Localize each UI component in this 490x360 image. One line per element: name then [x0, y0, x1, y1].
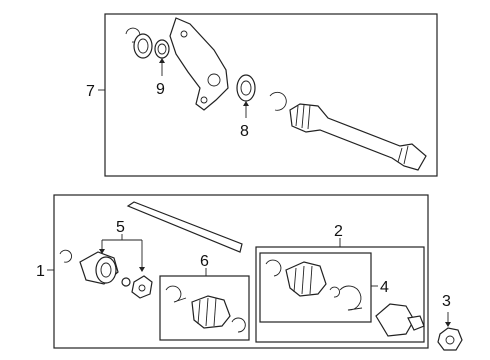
callout-9: 9: [156, 81, 165, 98]
callout-7: 7: [86, 83, 95, 100]
callout-1: 1: [36, 263, 45, 280]
hub-nut-icon: [437, 327, 463, 351]
shaft-icon: [289, 103, 427, 171]
axle-shaft-icon: [126, 201, 243, 253]
tripod-icon: [131, 275, 153, 299]
bearing-8-icon: [236, 74, 256, 102]
callout-6: 6: [200, 253, 209, 270]
intermediate-shaft-frame: [104, 13, 438, 177]
outer-boot-icon: [265, 259, 363, 311]
seal-icon: [154, 39, 170, 59]
boot-icon: [191, 295, 231, 329]
support-bracket-icon: [169, 17, 229, 111]
outer-boot-kit-frame: [259, 252, 372, 323]
inner-boot-kit-frame: [159, 275, 250, 341]
callout-8: 8: [240, 123, 249, 140]
bearing-icon: [133, 33, 153, 59]
outer-joint-icon: [375, 303, 425, 337]
callout-4: 4: [380, 279, 389, 296]
callout-3: 3: [442, 293, 451, 310]
intermediate-shaft-assembly-icon: [125, 17, 427, 171]
callout-5: 5: [116, 219, 125, 236]
callout-2: 2: [334, 223, 343, 240]
boot-clamp-icon: [165, 285, 187, 303]
inner-boot-icon: [165, 285, 246, 333]
axle-assembly-frame: [53, 194, 429, 349]
axle-assembly-icon: [59, 201, 243, 299]
